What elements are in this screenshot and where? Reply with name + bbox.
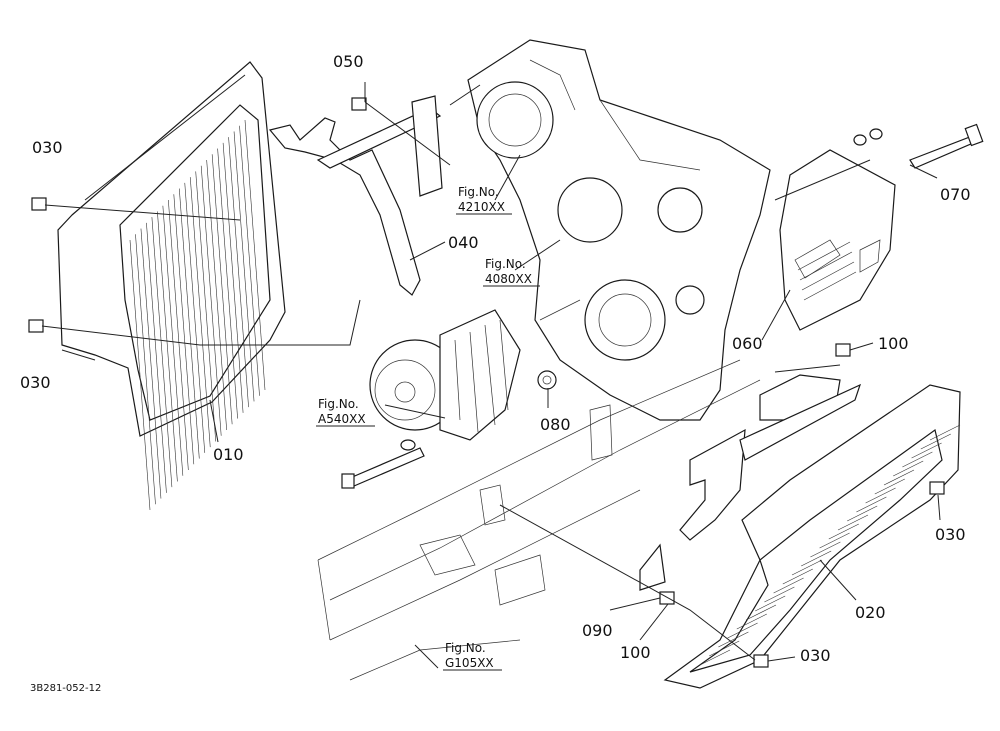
svg-text:4080XX: 4080XX [485, 272, 532, 286]
bracket-040 [268, 95, 443, 296]
callout-030-b: 030 [20, 373, 51, 392]
figure-ref-A540: Fig.No. A540XX [316, 397, 375, 427]
figure-ref-4080: Fig.No. 4080XX [483, 257, 540, 287]
bolt-050 [351, 97, 367, 111]
bolt-030-b [28, 319, 44, 333]
callout-030-a: 030 [32, 138, 63, 157]
bolt-100-a [835, 343, 851, 357]
figure-ref-4210: Fig.No. 4210XX [456, 185, 512, 215]
fan-guard-right [663, 384, 961, 689]
nut-080 [537, 370, 557, 390]
svg-text:G105XX: G105XX [445, 656, 494, 670]
callout-050: 050 [333, 52, 364, 71]
gear-case [467, 39, 771, 421]
svg-text:A540XX: A540XX [318, 412, 366, 426]
bolt-100-b [659, 591, 675, 605]
callout-030-d: 030 [800, 646, 831, 665]
svg-text:Fig.No.: Fig.No. [318, 397, 359, 411]
bolt-070 [909, 123, 984, 169]
svg-text:Fig.No.: Fig.No. [445, 641, 486, 655]
bolt-030-d [753, 654, 769, 668]
callout-060: 060 [732, 334, 763, 353]
figure-ref-G105: Fig.No. G105XX [443, 641, 502, 671]
support-bracket-090 [639, 374, 862, 591]
cover-060 [779, 149, 896, 331]
svg-text:Fig.No.: Fig.No. [485, 257, 526, 271]
callout-090: 090 [582, 621, 613, 640]
alternator [369, 309, 521, 441]
fan-guard-left [57, 61, 286, 511]
callout-100-b: 100 [620, 643, 651, 662]
callout-020: 020 [855, 603, 886, 622]
svg-text:4210XX: 4210XX [458, 200, 505, 214]
callout-030-c: 030 [935, 525, 966, 544]
callout-040: 040 [448, 233, 479, 252]
bolt-030-a [31, 197, 47, 211]
bolt-alternator [341, 447, 425, 489]
callout-080: 080 [540, 415, 571, 434]
document-id: 3B281-052-12 [30, 683, 101, 694]
callout-070: 070 [940, 185, 971, 204]
washers [400, 128, 883, 451]
callout-100-a: 100 [878, 334, 909, 353]
leader-lines [41, 82, 941, 669]
svg-text:Fig.No.: Fig.No. [458, 185, 499, 199]
callout-010: 010 [213, 445, 244, 464]
bolt-030-c [929, 481, 945, 495]
